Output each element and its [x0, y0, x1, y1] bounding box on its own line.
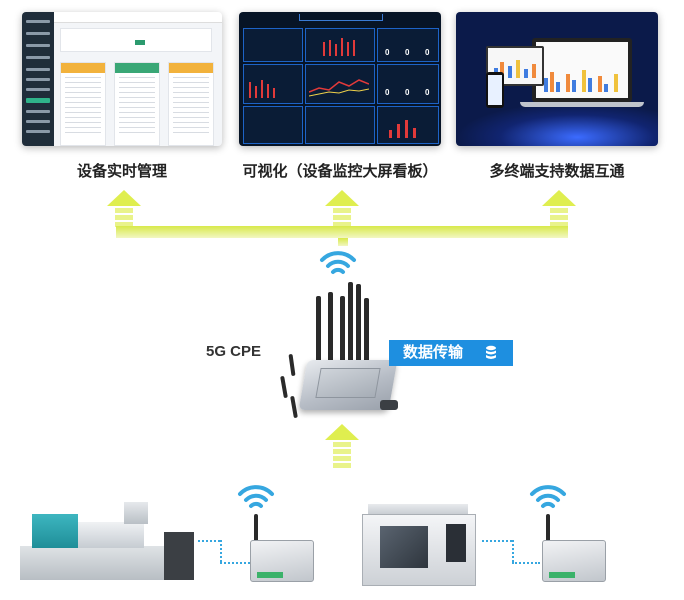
antenna	[356, 284, 361, 362]
dashboard-panel	[377, 106, 439, 144]
iot-gateway	[542, 540, 606, 582]
connection-line	[482, 540, 512, 542]
dashboard-number: 0	[385, 88, 390, 97]
dashboard-panel	[305, 64, 375, 104]
laptop-base	[520, 102, 644, 107]
dashboard-screenshot: 0 0 0 0 0 0	[239, 12, 441, 146]
connection-line	[220, 540, 222, 562]
iot-gateway	[250, 540, 314, 582]
dashboard-line-chart	[309, 79, 369, 97]
up-arrow-icon	[107, 190, 141, 227]
connection-bar	[116, 226, 568, 238]
connection-line	[198, 540, 220, 542]
caption-multi-terminal: 多终端支持数据互通	[489, 163, 625, 180]
dashboard-panel	[305, 28, 375, 62]
up-arrow-icon	[325, 424, 359, 468]
up-arrow-icon	[542, 190, 576, 227]
antenna	[316, 296, 321, 366]
cpe-faceplate	[315, 368, 381, 398]
gateway-antenna	[546, 514, 550, 542]
dashboard-number: 0	[385, 48, 390, 57]
caption-visualization: 可视化（设备监控大屏看板）	[242, 163, 438, 180]
injection-molding-machine	[14, 502, 198, 584]
dashboard-number: 0	[405, 48, 410, 57]
laptop	[532, 38, 632, 102]
antenna	[364, 298, 369, 364]
antenna	[348, 282, 353, 362]
badge-label: 数据传输	[403, 344, 464, 361]
gateway-antenna	[254, 514, 258, 542]
admin-sidebar	[22, 12, 54, 146]
dashboard-panel	[243, 28, 303, 62]
device-management-screenshot	[22, 12, 222, 146]
dashboard-panel	[377, 64, 439, 104]
admin-search-button	[135, 40, 145, 45]
dashboard-panel	[243, 106, 303, 144]
dashboard-panel	[377, 28, 439, 62]
connection-line	[512, 562, 540, 564]
connection-line	[220, 562, 250, 564]
dashboard-number: 0	[425, 48, 430, 57]
admin-filter-panel	[60, 28, 212, 52]
data-transmission-badge: 数据传输	[389, 340, 513, 366]
device-name-label: 5G CPE	[206, 343, 262, 360]
device-card	[168, 62, 214, 146]
antenna	[340, 296, 345, 364]
wifi-icon	[320, 251, 356, 274]
phone	[486, 72, 504, 108]
multi-terminal-screenshot	[456, 12, 658, 146]
cpe-connector	[380, 400, 398, 410]
side-antenna	[280, 375, 288, 399]
antenna	[328, 292, 333, 364]
device-card	[114, 62, 160, 146]
dashboard-number: 0	[425, 88, 430, 97]
side-antenna	[288, 353, 296, 377]
dashboard-panel	[305, 106, 375, 144]
connection-line	[512, 540, 514, 562]
wifi-icon	[530, 485, 566, 508]
caption-realtime-management: 设备实时管理	[76, 163, 167, 180]
dashboard-title-frame	[299, 14, 383, 21]
connection-stem	[338, 238, 348, 246]
dashboard-number: 0	[405, 88, 410, 97]
database-icon	[486, 345, 496, 359]
up-arrow-icon	[325, 190, 359, 227]
dashboard-panel	[243, 64, 303, 104]
cnc-machine	[362, 504, 482, 586]
side-antenna	[290, 395, 298, 419]
device-card	[60, 62, 106, 146]
admin-topbar	[54, 12, 222, 23]
wifi-icon	[238, 485, 274, 508]
